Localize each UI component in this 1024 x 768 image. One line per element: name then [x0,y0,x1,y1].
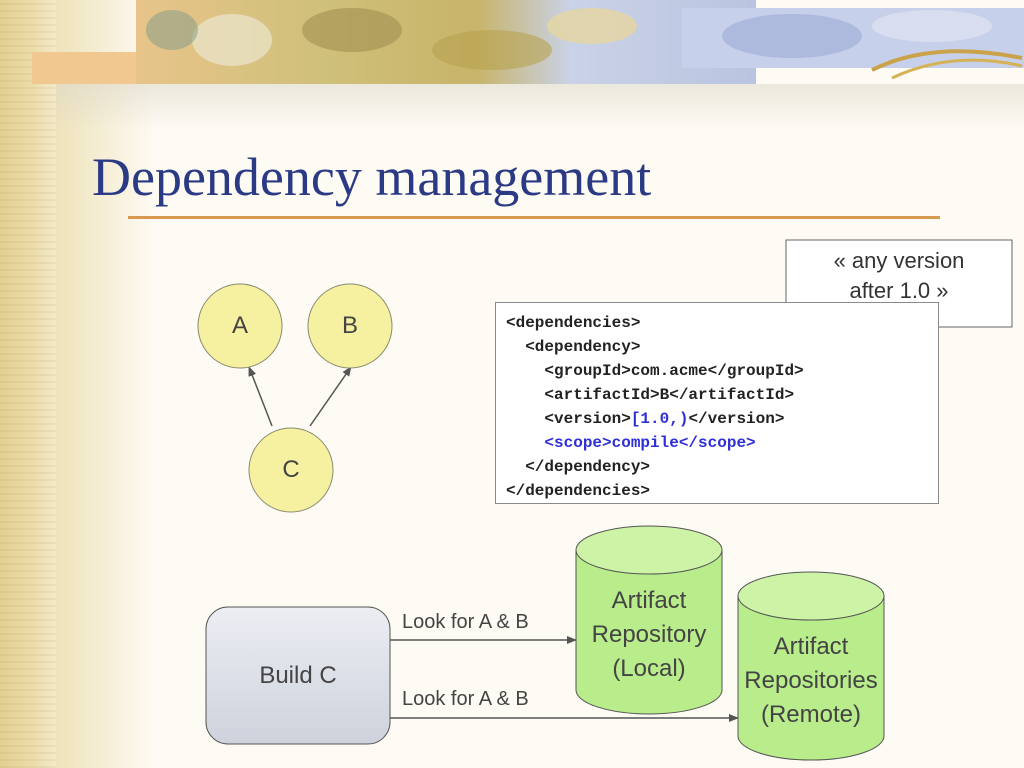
repo-label-line: (Local) [612,655,686,682]
build-c-box [205,606,391,745]
edge-c-to-a [248,366,273,427]
version-range-value: [1.0,) [630,410,689,428]
code-line-version: <version>[1.0,)</version> [506,407,938,431]
build-c-label: Build C [259,661,337,689]
node-c-label: C [282,456,300,483]
title-underline [128,216,940,219]
code-line: </dependency> [506,458,651,476]
repo-label-line: Repositories [744,667,878,694]
callout-line: « any version [833,248,965,273]
node-a [197,283,283,369]
edge-c-to-b [309,366,352,427]
node-a-label: A [231,312,248,339]
local-repository-label: Artifact Repository (Local) [576,580,722,690]
code-line: <artifactId>B</artifactId> [506,386,795,404]
node-b-label: B [341,312,358,339]
version-close-tag: </version> [688,410,785,428]
code-line: <dependencies> [506,314,641,332]
decorative-banner-shadow [56,84,1024,130]
code-line: <dependency> [506,338,641,356]
node-b [307,283,393,369]
pom-dependencies-code: <dependencies> <dependency> <groupId>com… [495,302,939,504]
repo-label-line: Repository [591,621,707,648]
repo-label-line: (Remote) [760,701,862,728]
arrow-label-remote: Look for A & B [402,688,529,710]
decorative-left-strip [0,0,56,768]
code-line: </dependencies> [506,482,651,500]
slide-title: Dependency management [92,147,652,207]
callout-text: « any version after 1.0 » [786,246,1012,306]
arrow-label-local: Look for A & B [402,611,529,633]
decorative-leaf-banner [32,0,1024,84]
repo-label-line: Artifact [611,587,687,614]
remote-repository-label: Artifact Repositories (Remote) [734,626,888,736]
code-line: <groupId>com.acme</groupId> [506,362,804,380]
node-c [248,427,334,513]
code-line-scope: <scope>compile</scope> [506,434,756,452]
callout-line: after 1.0 » [849,278,949,303]
repo-label-line: Artifact [773,633,849,660]
local-repository-cylinder [575,525,723,715]
version-open-tag: <version> [506,410,631,428]
remote-repository-cylinder [737,571,885,761]
